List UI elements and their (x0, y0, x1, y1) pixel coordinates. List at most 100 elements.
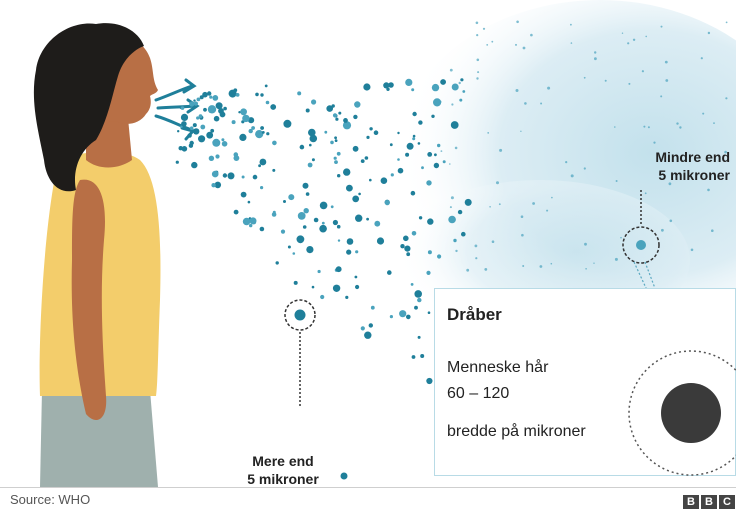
droplet (294, 281, 298, 285)
droplet (418, 336, 421, 339)
mist-droplet (726, 22, 728, 24)
droplet (412, 137, 415, 140)
droplet (354, 101, 360, 107)
mist-droplet (643, 126, 645, 128)
droplet (333, 220, 338, 225)
mist-droplet (475, 257, 477, 259)
droplet (209, 110, 212, 113)
droplet (223, 173, 227, 177)
droplet (432, 84, 439, 91)
droplet (411, 191, 416, 196)
droplet (358, 193, 361, 196)
droplet (337, 225, 341, 229)
droplet (427, 218, 433, 224)
mist-droplet (515, 44, 517, 46)
droplet (297, 235, 305, 243)
droplet (182, 146, 188, 152)
mist-droplet (615, 258, 618, 261)
large-droplet-label: Mere end 5 mikroner (228, 452, 338, 488)
droplet (324, 131, 327, 134)
droplet (266, 101, 270, 105)
droplet (232, 120, 236, 124)
mist-droplet (486, 44, 488, 46)
droplet (222, 141, 228, 147)
droplet (176, 161, 179, 164)
droplet (262, 131, 265, 134)
droplet (353, 115, 357, 119)
mist-droplet (584, 167, 586, 169)
droplet (215, 154, 219, 158)
droplet (411, 88, 414, 91)
mist-droplet (459, 82, 461, 84)
droplet (413, 135, 416, 138)
mist-droplet (499, 203, 501, 205)
droplet (297, 91, 301, 95)
droplet (355, 215, 362, 222)
droplet (260, 227, 265, 232)
droplet (385, 200, 390, 205)
droplet (312, 286, 315, 289)
mist-droplet (546, 210, 548, 212)
droplet (411, 283, 414, 286)
mist-droplet (547, 87, 550, 90)
droplet (343, 121, 351, 129)
droplet (437, 144, 440, 147)
droplet (363, 83, 370, 90)
breath-arrows (156, 80, 197, 139)
droplet (397, 158, 400, 161)
droplet (405, 153, 409, 157)
droplet (255, 130, 263, 138)
mist-droplet (540, 265, 543, 268)
footer-divider (0, 487, 736, 488)
droplet (242, 176, 245, 179)
droplet (298, 212, 306, 220)
droplet (426, 271, 430, 275)
droplet (255, 93, 259, 97)
droplet (200, 125, 205, 130)
droplet (270, 104, 276, 110)
mist-droplet (594, 51, 596, 53)
droplet (241, 192, 247, 198)
mist-droplet (477, 71, 479, 73)
droplet (253, 175, 258, 180)
mist-droplet (476, 34, 478, 36)
droplet (361, 326, 365, 330)
large-label-line1: Mere end (228, 452, 338, 470)
mist-droplet (450, 206, 452, 208)
droplet (207, 91, 211, 95)
droplet (336, 266, 342, 272)
mist-droplet (633, 39, 635, 41)
droplet (265, 85, 268, 88)
droplet (331, 205, 334, 208)
mist-droplet (653, 142, 655, 144)
mist-droplet (679, 126, 681, 128)
droplet (343, 118, 348, 123)
droplet (239, 134, 246, 141)
droplet (337, 174, 340, 177)
card-title: Dråber (447, 305, 502, 325)
droplet (343, 168, 350, 175)
droplet (347, 238, 354, 245)
mist-droplet (708, 32, 710, 34)
logo-block: B (683, 495, 699, 509)
droplet-info-card: Dråber Menneske hår 60 – 120 bredde på m… (434, 288, 736, 476)
droplet (428, 250, 432, 254)
mist-droplet (476, 22, 479, 25)
mist-droplet (702, 113, 704, 115)
mist-droplet (492, 240, 495, 243)
droplet (428, 311, 431, 314)
mist-droplet (725, 97, 727, 99)
droplet (177, 130, 179, 132)
droplet (377, 237, 384, 244)
mist-droplet (584, 243, 587, 246)
droplet (443, 160, 446, 163)
droplet (308, 129, 316, 137)
mist-droplet (571, 174, 574, 177)
droplet (427, 152, 432, 157)
droplet (406, 247, 408, 249)
droplet (417, 298, 421, 302)
mist-droplet (551, 263, 553, 265)
logo-block: C (719, 495, 735, 509)
mist-droplet (620, 237, 622, 239)
droplet (387, 270, 392, 275)
